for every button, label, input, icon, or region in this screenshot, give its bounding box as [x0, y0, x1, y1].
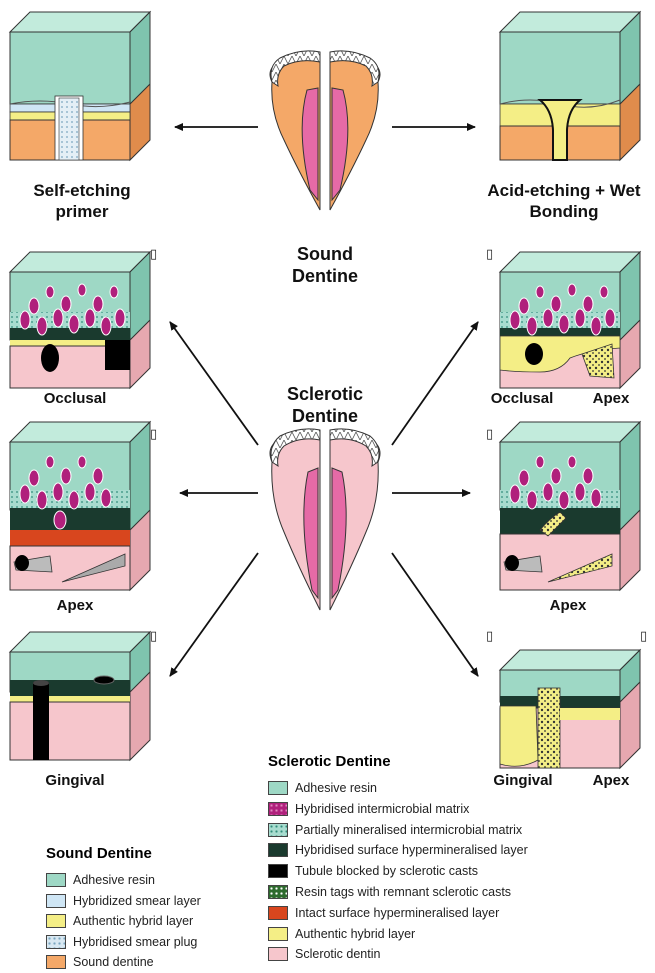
- legend-swatch: [268, 906, 288, 920]
- block-gingival-right: [500, 650, 640, 768]
- legend-swatch: [46, 914, 66, 928]
- legend-item: Authentic hybrid layer: [268, 927, 415, 941]
- label-gingival-left: Gingival: [30, 772, 120, 790]
- arrow-to-occlusal-right: [392, 322, 478, 445]
- label-self-etching: Self-etching primer: [12, 180, 152, 222]
- legend-swatch: [268, 802, 288, 816]
- legend-swatch: [46, 955, 66, 969]
- block-occlusal-left: [10, 252, 150, 388]
- legend-item: Tubule blocked by sclerotic casts: [268, 864, 478, 878]
- legend-label: Intact surface hypermineralised layer: [295, 906, 499, 920]
- block-apex-left: [10, 422, 150, 590]
- placeholder-glyph-3: ▯: [150, 428, 157, 441]
- label-apex-right-top: Apex: [586, 390, 636, 408]
- legend-label: Authentic hybrid layer: [295, 927, 415, 941]
- legend-swatch: [46, 935, 66, 949]
- placeholder-glyph-2: ▯: [486, 248, 493, 261]
- block-gingival-left: [10, 632, 150, 760]
- legend-label: Hybridised smear plug: [73, 935, 197, 949]
- legend-item: Resin tags with remnant sclerotic casts: [268, 885, 511, 899]
- legend-label: Sound dentine: [73, 955, 154, 969]
- legend-label: Resin tags with remnant sclerotic casts: [295, 885, 511, 899]
- legend-label: Authentic hybrid layer: [73, 914, 193, 928]
- legend-swatch: [268, 947, 288, 961]
- sclerotic-tooth-illustration: [270, 429, 380, 610]
- legend-label: Hybridised surface hypermineralised laye…: [295, 843, 528, 857]
- legend-swatch: [46, 873, 66, 887]
- block-occlusal-right: [500, 252, 640, 388]
- legend-swatch: [268, 927, 288, 941]
- arrow-to-gingival-left: [170, 553, 258, 676]
- legend-sound-title: Sound Dentine: [46, 845, 152, 862]
- legend-label: Sclerotic dentin: [295, 947, 380, 961]
- placeholder-glyph-6: ▯: [486, 630, 493, 643]
- label-sound-dentine: Sound Dentine: [275, 243, 375, 287]
- placeholder-glyph-7: ▯: [640, 630, 647, 643]
- legend-label: Adhesive resin: [73, 873, 155, 887]
- label-apex-right-mid: Apex: [533, 597, 603, 615]
- legend-label: Adhesive resin: [295, 781, 377, 795]
- legend-swatch: [46, 894, 66, 908]
- block-acid-etching: [500, 12, 640, 160]
- legend-item: Hybridised surface hypermineralised laye…: [268, 843, 528, 857]
- legend-swatch: [268, 823, 288, 837]
- legend-item: Adhesive resin: [268, 781, 377, 795]
- label-occlusal-left: Occlusal: [30, 390, 120, 408]
- legend-item: Sound dentine: [46, 955, 154, 969]
- legend-label: Hybridized smear layer: [73, 894, 201, 908]
- legend-swatch: [268, 864, 288, 878]
- legend-swatch: [268, 885, 288, 899]
- arrow-to-gingival-right: [392, 553, 478, 676]
- legend-item: Hybridized smear layer: [46, 894, 201, 908]
- legend-swatch: [268, 781, 288, 795]
- legend-sclerotic-title: Sclerotic Dentine: [268, 753, 391, 770]
- legend-item: Hybridised intermicrobial matrix: [268, 802, 469, 816]
- label-acid-etching: Acid-etching + Wet Bonding: [478, 180, 650, 222]
- legend-label: Partially mineralised intermicrobial mat…: [295, 823, 522, 837]
- label-sclerotic-dentine: Sclerotic Dentine: [262, 383, 388, 427]
- legend-item: Adhesive resin: [46, 873, 155, 887]
- label-apex-left: Apex: [40, 597, 110, 615]
- legend-item: Sclerotic dentin: [268, 947, 380, 961]
- legend-label: Tubule blocked by sclerotic casts: [295, 864, 478, 878]
- label-gingival-right: Gingival: [478, 772, 568, 790]
- legend-item: Authentic hybrid layer: [46, 914, 193, 928]
- label-apex-right-bottom: Apex: [586, 772, 636, 790]
- placeholder-glyph-5: ▯: [150, 630, 157, 643]
- legend-swatch: [268, 843, 288, 857]
- legend-item: Hybridised smear plug: [46, 935, 197, 949]
- sound-tooth-illustration: [270, 51, 380, 210]
- placeholder-glyph-1: ▯: [150, 248, 157, 261]
- legend-label: Hybridised intermicrobial matrix: [295, 802, 469, 816]
- legend-item: Partially mineralised intermicrobial mat…: [268, 823, 522, 837]
- arrow-to-occlusal-left: [170, 322, 258, 445]
- placeholder-glyph-4: ▯: [486, 428, 493, 441]
- legend-item: Intact surface hypermineralised layer: [268, 906, 499, 920]
- label-occlusal-right: Occlusal: [482, 390, 562, 408]
- block-apex-right: [500, 422, 640, 590]
- block-self-etching: [10, 12, 150, 160]
